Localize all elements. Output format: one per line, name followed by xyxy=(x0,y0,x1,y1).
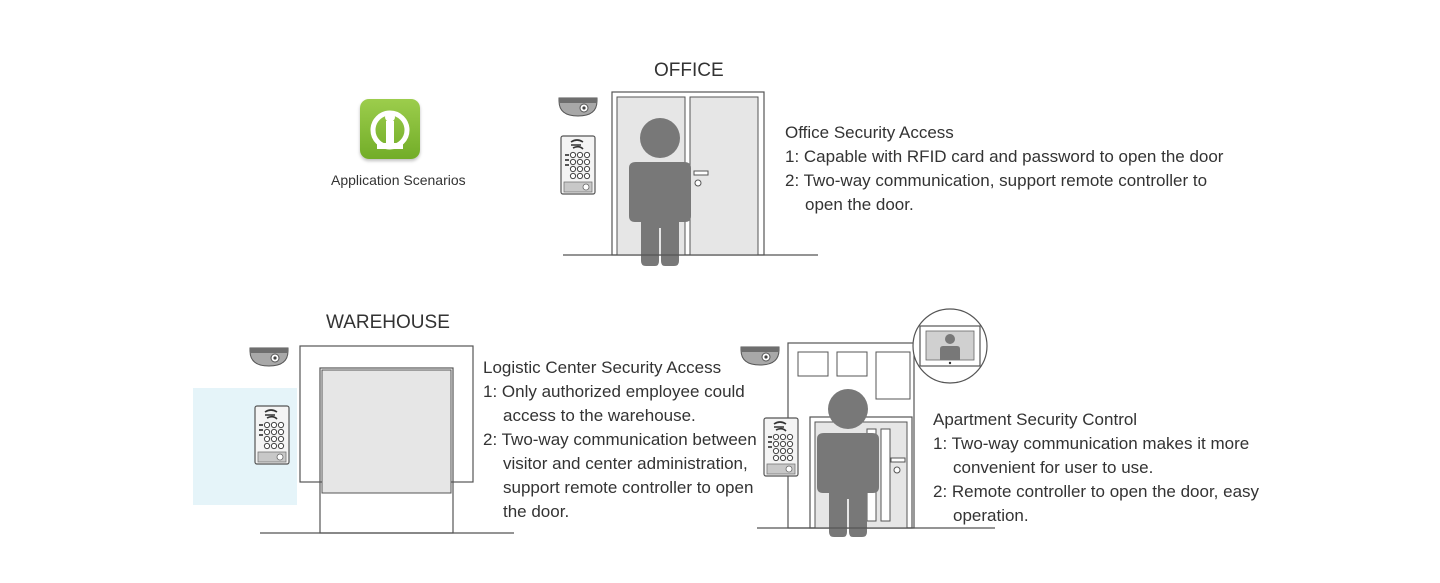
office-heading: Office Security Access xyxy=(785,123,954,142)
office-title: OFFICE xyxy=(654,60,724,81)
warehouse-item-2: 2: Two-way communication between visitor… xyxy=(483,430,757,521)
app-scenarios-badge xyxy=(360,99,420,159)
apartment-heading: Apartment Security Control xyxy=(933,410,1138,429)
app-scenarios-icon xyxy=(370,110,410,150)
office-description: Office Security Access 1: Capable with R… xyxy=(785,121,1265,217)
warehouse-shutter xyxy=(321,369,452,494)
office-keypad-icon xyxy=(560,135,596,195)
warehouse-description: Logistic Center Security Access 1: Only … xyxy=(483,356,773,524)
apartment-item-2: 2: Remote controller to open the door, e… xyxy=(933,482,1260,525)
warehouse-item-1: 1: Only authorized employee could access… xyxy=(483,382,745,425)
app-scenarios-label: Application Scenarios xyxy=(331,172,466,188)
warehouse-heading: Logistic Center Security Access xyxy=(483,358,722,377)
office-door-right xyxy=(689,96,759,256)
office-door-handle xyxy=(693,170,709,176)
apartment-illustration xyxy=(740,308,995,537)
warehouse-camera-icon xyxy=(249,347,289,367)
warehouse-keypad-icon xyxy=(254,405,290,465)
warehouse-title: WAREHOUSE xyxy=(326,312,450,333)
office-camera-icon xyxy=(558,97,598,117)
office-illustration xyxy=(558,91,818,266)
office-item-1: 1: Capable with RFID card and password t… xyxy=(785,147,1224,166)
apartment-description: Apartment Security Control 1: Two-way co… xyxy=(933,408,1293,528)
apartment-item-1: 1: Two-way communication makes it more c… xyxy=(933,434,1250,477)
office-item-2: 2: Two-way communication, support remote… xyxy=(785,171,1208,214)
warehouse-illustration xyxy=(249,345,514,534)
